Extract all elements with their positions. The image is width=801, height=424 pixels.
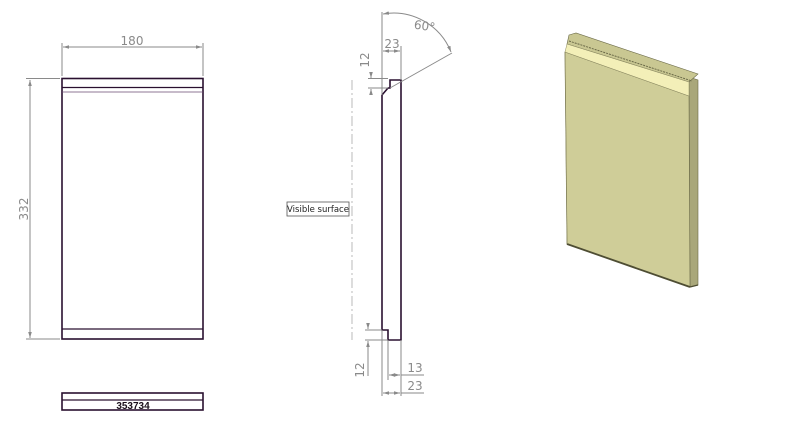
bottom-view: 353734	[61, 392, 204, 412]
iso-side-face	[688, 76, 699, 288]
height-dim-label: 332	[17, 198, 31, 221]
top-height-dimension	[368, 72, 388, 95]
width-dim-label: 180	[121, 34, 144, 48]
side-view: 60° 23 12 12	[286, 11, 453, 396]
iso-bevel-highlight	[564, 43, 690, 97]
panel-outline	[61, 77, 204, 340]
bottom-inner-dim-label: 13	[407, 361, 422, 375]
visible-surface-callout: Visible surface	[286, 201, 350, 217]
bottom-height-dim-label: 12	[353, 362, 367, 377]
angle-dimension	[381, 11, 453, 95]
top-width-dim-label: 23	[384, 37, 399, 51]
visible-surface-label: Visible surface	[287, 205, 349, 215]
top-height-dim-label: 12	[358, 52, 372, 67]
bottom-height-dimension	[365, 323, 388, 376]
top-width-dimension	[383, 46, 402, 80]
side-profile	[381, 79, 402, 341]
height-dimension	[26, 78, 60, 340]
angle-dim-label: 60°	[413, 18, 436, 35]
part-number: 353734	[116, 401, 150, 412]
front-view: 180 332	[17, 34, 204, 340]
bottom-extension-lines	[381, 330, 402, 396]
iso-top-rail	[566, 32, 699, 83]
bottom-width-dim-label: 23	[407, 379, 422, 393]
width-dimension	[61, 43, 204, 76]
iso-view	[564, 32, 699, 288]
